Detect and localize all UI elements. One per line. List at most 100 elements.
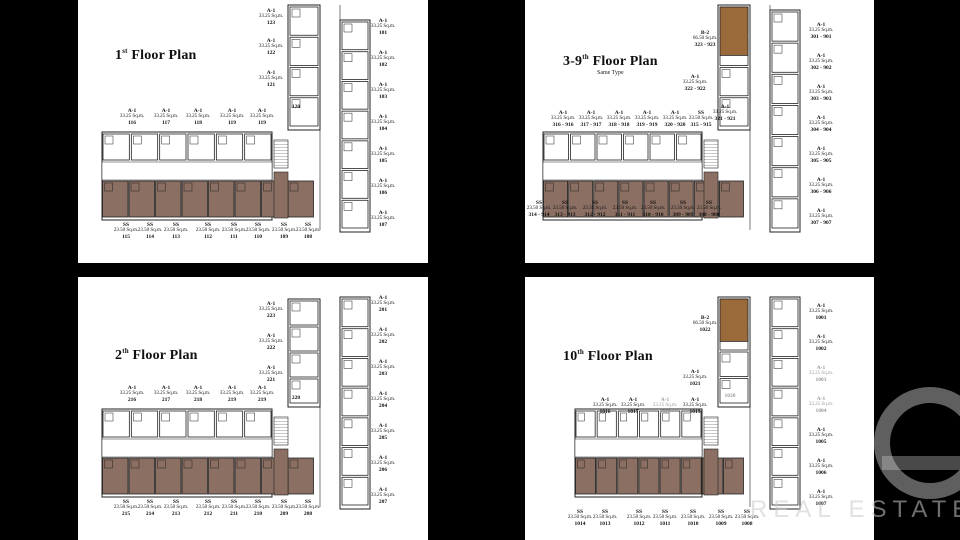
room-outline [618, 180, 644, 218]
unit-number: 205 [378, 435, 388, 441]
unit-area: 23.50 Sq.m. [526, 206, 552, 211]
unit-number: 108 [303, 234, 313, 240]
unit-number: 1011 [659, 521, 671, 527]
room-outline [287, 180, 314, 218]
bathroom-outline [773, 300, 783, 310]
unit-area: 23.50 Sq.m. [640, 206, 666, 211]
unit-area: 33.25 Sq.m. [808, 433, 834, 438]
bathroom-outline [104, 135, 114, 145]
bathroom-outline [343, 449, 353, 458]
bathroom-outline [721, 182, 730, 192]
bathroom-outline [598, 412, 606, 422]
unit-area: 23.50 Sq.m. [271, 505, 297, 510]
unit-area: 33.25 Sq.m. [258, 76, 284, 81]
room-outline [543, 133, 569, 161]
unit-number: 313 - 913 [554, 212, 576, 218]
unit-type: A-1 [816, 115, 826, 121]
bathroom-outline [598, 459, 606, 469]
room-outline [575, 457, 597, 495]
bathroom-outline [246, 412, 255, 422]
unit-area: 33.25 Sq.m. [808, 495, 834, 500]
unit-number: 305 - 905 [810, 158, 832, 164]
unit-area: 33.25 Sq.m. [370, 152, 396, 157]
unit-number: 323 - 923 [694, 42, 716, 48]
room-outline [649, 133, 675, 161]
unit-number: 223 [266, 313, 276, 319]
unit-area: 23.50 Sq.m. [195, 228, 221, 233]
room-outline [187, 133, 215, 161]
bathroom-outline [104, 459, 113, 469]
floor-plan-drawing-3 [101, 296, 371, 510]
unit-number: 1019 [689, 409, 701, 415]
unit-area: 33.25 Sq.m. [808, 28, 834, 33]
unit-number: 217 [161, 397, 171, 403]
room-outline [703, 171, 719, 219]
unit-type: A-1 [266, 365, 276, 371]
unit-number: 316 - 916 [552, 122, 574, 128]
room-outline [289, 36, 319, 66]
unit-type: SS [254, 222, 262, 228]
room-outline [596, 133, 622, 161]
unit-number: 123 [266, 20, 276, 26]
wing-corridor [101, 438, 273, 458]
bathroom-outline [343, 83, 353, 92]
unit-type: A-1 [127, 385, 137, 391]
unit-number: 208 [303, 511, 313, 517]
room-outline [234, 457, 261, 495]
unit-number: 1012 [633, 521, 645, 527]
room-outline [771, 417, 799, 446]
wing-corridor [542, 161, 703, 181]
bathroom-outline [721, 380, 731, 389]
bathroom-outline [236, 459, 246, 469]
unit-area: 66.50 Sq.m. [692, 36, 718, 41]
unit-area: 33.25 Sq.m. [634, 116, 660, 121]
room-outline [289, 326, 319, 352]
unit-area: 23.50 Sq.m. [567, 515, 593, 520]
unit-type: A-1 [378, 82, 388, 88]
unit-type: A-1 [378, 50, 388, 56]
unit-area: 23.50 Sq.m. [652, 515, 678, 520]
room-outline [341, 81, 369, 110]
unit-number: 1014 [574, 521, 586, 527]
room-outline [341, 140, 369, 169]
bathroom-outline [289, 459, 299, 469]
unit-area: 23.50 Sq.m. [612, 206, 638, 211]
unit-area: 23.50 Sq.m. [688, 116, 714, 121]
room-outline [128, 457, 155, 495]
unit-number: 1020 [724, 393, 736, 399]
unit-type: A-1 [670, 110, 680, 116]
bathroom-outline [725, 459, 733, 469]
unit-area: 23.50 Sq.m. [680, 515, 706, 520]
unit-number: 1004 [815, 408, 827, 414]
unit-type: SS [561, 200, 569, 206]
unit-area: 33.25 Sq.m. [153, 391, 179, 396]
unit-area: 33.25 Sq.m. [808, 90, 834, 95]
unit-area: 33.25 Sq.m. [370, 88, 396, 93]
bathroom-outline [683, 412, 691, 422]
unit-number: 1016 [599, 409, 611, 415]
unit-type: A-1 [660, 397, 670, 403]
unit-number: 221 [266, 377, 276, 383]
bathroom-outline [104, 182, 113, 192]
bathroom-outline [130, 459, 140, 469]
room-outline [289, 300, 319, 326]
unit-area: 33.25 Sq.m. [185, 391, 211, 396]
unit-area: 23.50 Sq.m. [592, 515, 618, 520]
unit-number: 1013 [599, 521, 611, 527]
unit-type: SS [689, 509, 697, 515]
unit-number: 104 [378, 126, 388, 132]
